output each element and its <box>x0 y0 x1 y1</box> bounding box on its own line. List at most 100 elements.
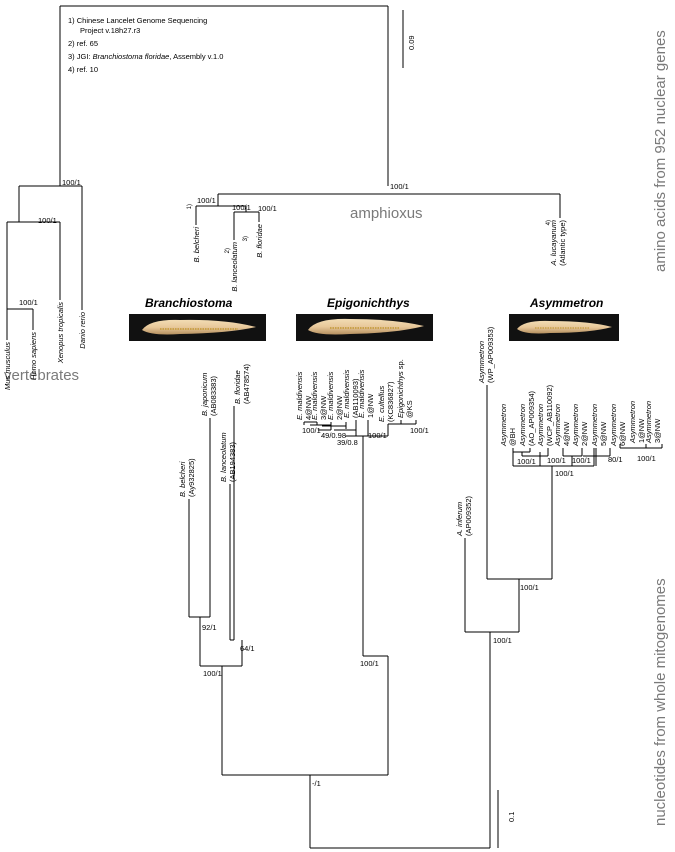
taxon-label: Asymmetron <box>590 404 599 447</box>
taxon-label: 3@NW <box>653 418 662 443</box>
taxon-label: Asymmetron <box>644 401 653 444</box>
support-label: 100/1 <box>410 426 429 435</box>
taxon-label: E. maldivensis <box>295 371 304 420</box>
support-label: 49/0.98 <box>321 431 346 440</box>
taxon-label: (WCP_AB110092) <box>545 384 554 446</box>
support-label: 100/1 <box>203 669 222 678</box>
footnote-mark: 2) <box>225 248 231 253</box>
support-label: 100/1 <box>62 178 81 187</box>
taxon-label: E. maldivensis <box>357 369 366 418</box>
note-2: 2) ref. 65 <box>68 39 98 48</box>
taxon-label: 5@NW <box>599 421 608 446</box>
taxon-label: E. maldivensis <box>326 371 335 420</box>
taxon-label: (AB478574) <box>242 363 251 404</box>
taxon-label: 1@NW <box>637 418 646 443</box>
support-label: 100/1 <box>360 659 379 668</box>
taxon-label: Xenopus tropicalis <box>56 302 65 365</box>
support-label: 64/1 <box>240 644 255 653</box>
side-title-bottom: nucleotides from whole mitogenomes <box>652 578 669 826</box>
support-label: 100/1 <box>368 431 387 440</box>
taxon-label: Asymmetron <box>536 404 545 447</box>
taxon-label: Mus musculus <box>3 342 12 390</box>
taxon-label: E. cultellus <box>377 385 386 422</box>
taxon-label: (KC836827) <box>386 381 395 422</box>
taxon-label: Homo sapiens <box>29 332 38 380</box>
taxon-label: B. japonicum <box>200 373 209 416</box>
taxon-label: (AO_AP009354) <box>527 390 536 446</box>
taxon-label: B. belcheri <box>178 461 187 497</box>
branchiostoma-taxa: B. japonicum (AB083383) B. floridae (AB4… <box>178 363 251 497</box>
genus-title: Asymmetron <box>529 296 603 310</box>
taxon-label: (Ay932825) <box>187 458 196 497</box>
support-label: 100/1 <box>637 454 656 463</box>
support-label: 100/1 <box>302 426 321 435</box>
support-label: 100/1 <box>520 583 539 592</box>
genus-title: Branchiostoma <box>145 296 233 310</box>
scale-label-top: 0.09 <box>407 35 416 50</box>
support-label: 100/1 <box>493 636 512 645</box>
support-label: 39/0.8 <box>337 438 358 447</box>
taxon-label: Asymmetron <box>499 404 508 447</box>
support-label: 100/1 <box>197 196 216 205</box>
taxon-label: A. lucayanum <box>549 220 558 266</box>
taxon-label: Epigonichthys sp. <box>396 359 405 418</box>
group-label-amphioxus: amphioxus <box>350 205 423 222</box>
taxon-label: (AP009352) <box>464 495 473 536</box>
taxon-label: Asymmetron <box>553 404 562 447</box>
support-label: 100/1 <box>547 456 566 465</box>
taxon-label: 4@NW <box>562 421 571 446</box>
taxon-label: Asymmetron <box>518 404 527 447</box>
taxon-label: Asymmetron <box>609 404 618 447</box>
support-label: 100/1 <box>390 182 409 191</box>
scale-label-bottom: 0.1 <box>507 812 516 822</box>
taxon-label: (Atlantic type) <box>558 220 567 266</box>
taxon-label: 3@NW <box>319 395 328 420</box>
support-label: 100/1 <box>232 203 251 212</box>
taxon-label: 6@NW <box>618 421 627 446</box>
taxon-label: Asymmetron <box>477 341 486 384</box>
note-3: 3) JGI: Branchiostoma floridae, Assembly… <box>68 52 223 61</box>
taxon-label: 2@NW <box>335 395 344 420</box>
taxon-label: (AB110093) <box>351 378 360 418</box>
taxon-label: 1@NW <box>366 393 375 418</box>
taxon-label: E. maldivensis <box>310 371 319 420</box>
footnote-mark: 1) <box>187 204 193 209</box>
taxon-label: 2@NW <box>580 421 589 446</box>
taxon-label: B. floridae <box>255 224 264 258</box>
taxon-label: Asymmetron <box>628 401 637 444</box>
taxon-label: (AB083383) <box>209 375 218 416</box>
footnote-mark: 3) <box>243 236 249 241</box>
taxon-label: B. floridae <box>233 370 242 404</box>
footnote-mark: 4) <box>546 220 552 225</box>
taxon-label: (WP_AP009353) <box>486 326 495 383</box>
support-label: 100/1 <box>19 298 38 307</box>
taxon-label: Danio rerio <box>78 312 87 349</box>
note-4: 4) ref. 10 <box>68 65 98 74</box>
asymmetron-photo <box>509 314 619 341</box>
epigonichthys-photo <box>296 314 433 341</box>
genus-title: Epigonichthys <box>327 296 410 310</box>
taxon-label: E. maldivensis <box>342 369 351 418</box>
support-label: 100/1 <box>517 457 536 466</box>
taxon-label: 4@NW <box>304 395 313 420</box>
support-label: 100/1 <box>258 204 277 213</box>
support-label: 100/1 <box>555 469 574 478</box>
support-label: 80/1 <box>608 455 623 464</box>
side-title-top: amino acids from 952 nuclear genes <box>652 30 669 272</box>
branchiostoma-photo <box>129 314 266 341</box>
note-1b: Project v.18h27.r3 <box>80 26 140 35</box>
taxon-label: @KS <box>405 400 414 418</box>
support-label: -/1 <box>312 779 321 788</box>
taxon-label: @BH <box>508 428 517 446</box>
mito-tree <box>188 385 663 849</box>
taxon-label: B. lanceolatum <box>219 432 228 482</box>
epigonichthys-taxa: E. maldivensis 4@NW E. maldivensis 3@NW … <box>295 359 414 422</box>
support-label: 100/1 <box>572 456 591 465</box>
nuclear-tree <box>6 5 561 340</box>
taxon-label: B. belcheri <box>192 227 201 263</box>
taxon-label: Asymmetron <box>571 404 580 447</box>
group-label-vertebrates: vertebrates <box>4 367 79 384</box>
asymmetron-taxa: Asymmetron (WP_AP009353) Asymmetron @BH … <box>455 326 662 537</box>
